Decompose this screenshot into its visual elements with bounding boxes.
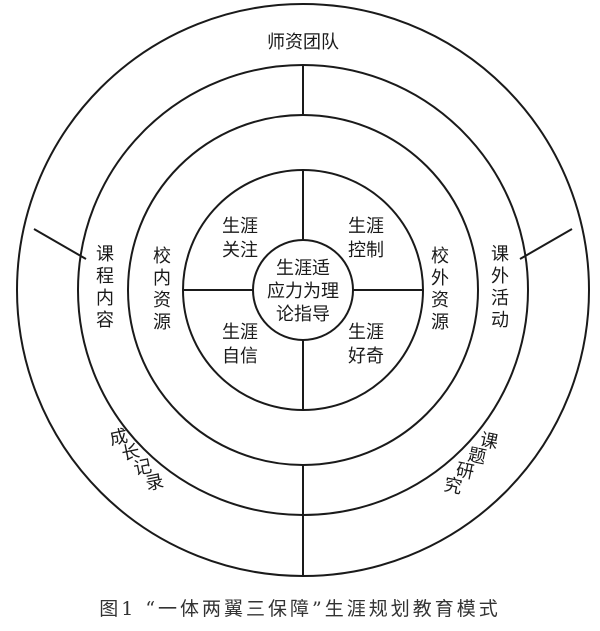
label-external-resources: 校外资源	[431, 246, 449, 333]
core-line-3: 论指导	[276, 304, 330, 325]
label-growth-record: 成长记录	[108, 426, 166, 495]
core-line-1: 生涯适	[276, 258, 330, 279]
label-teacher-team: 师资团队	[267, 32, 339, 53]
outer-divider-left	[33, 228, 87, 260]
label-internal-resources: 校内资源	[153, 246, 171, 333]
label-career-concern: 生涯关注	[222, 216, 258, 261]
label-career-curiosity: 生涯好奇	[348, 322, 384, 367]
label-career-control: 生涯控制	[348, 216, 384, 261]
label-curriculum: 课程内容	[96, 244, 114, 331]
label-career-confidence: 生涯自信	[222, 322, 258, 367]
label-research: 课题研究	[442, 429, 500, 498]
label-extracurricular: 课外活动	[491, 244, 509, 331]
figure-caption: 图1 “一体两翼三保障”生涯规划教育模式	[99, 598, 501, 620]
core-line-2: 应力为理	[267, 281, 339, 302]
outer-divider-right	[519, 228, 573, 260]
